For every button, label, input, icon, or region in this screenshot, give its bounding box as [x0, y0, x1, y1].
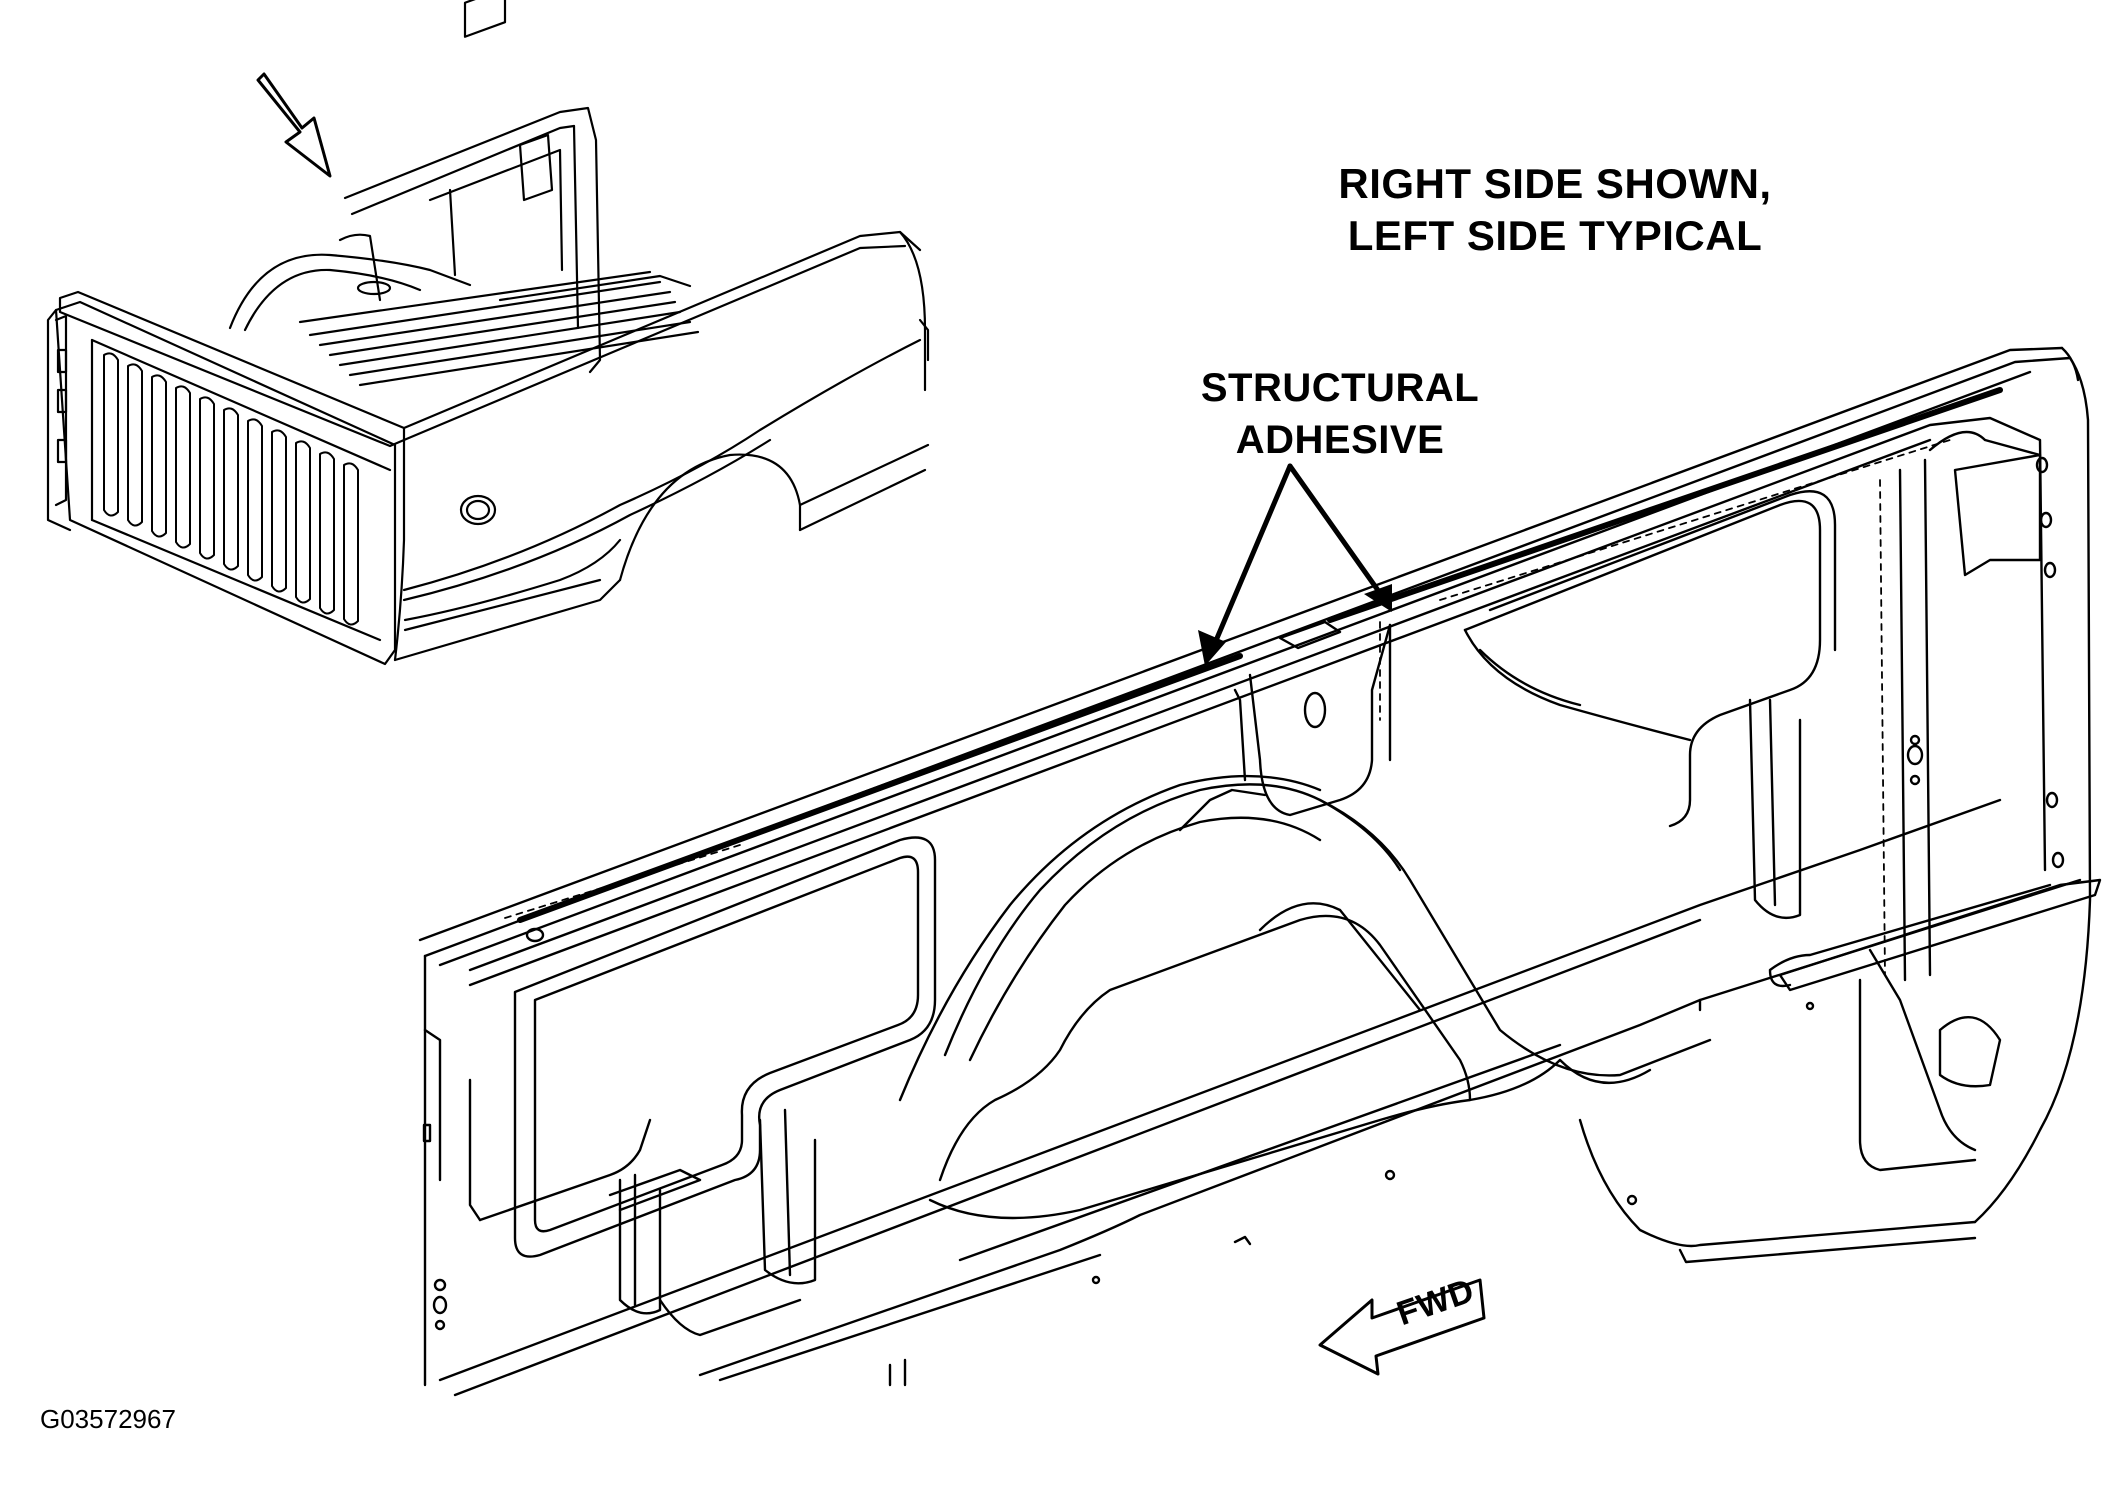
structural-adhesive-callout: STRUCTURAL ADHESIVE	[1110, 362, 1570, 466]
arrowhead-icon	[1198, 584, 1392, 666]
callout-line-2: ADHESIVE	[1235, 418, 1445, 462]
location-arrow-icon	[258, 74, 330, 176]
view-note: RIGHT SIDE SHOWN, LEFT SIDE TYPICAL	[1245, 158, 1865, 262]
view-note-line-2: LEFT SIDE TYPICAL	[1347, 212, 1763, 259]
view-note-line-1: RIGHT SIDE SHOWN,	[1338, 160, 1772, 207]
figure-id: G03572967	[40, 1404, 176, 1434]
callout-line-1: STRUCTURAL	[1200, 366, 1480, 410]
forward-arrow-icon	[1320, 1280, 1484, 1374]
structural-adhesive-bead	[520, 390, 2000, 920]
callout-leader-arrows	[1212, 466, 1382, 650]
bed-side-inner-panel	[420, 348, 2100, 1395]
pickup-bed-overview	[48, 0, 928, 664]
